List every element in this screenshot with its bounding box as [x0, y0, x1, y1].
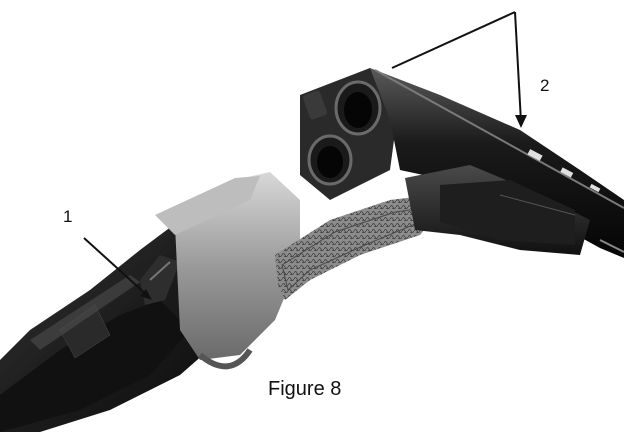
forend — [405, 165, 590, 255]
receiver — [155, 172, 440, 370]
callout-number-2: 2 — [540, 76, 550, 95]
figure-caption: Figure 8 — [268, 378, 342, 400]
callout-line-2 — [391, 11, 527, 128]
top-lever — [140, 255, 180, 305]
barrel-breech — [300, 68, 400, 200]
callout-number-1: 1 — [63, 207, 73, 226]
callout-line-1 — [83, 237, 152, 300]
